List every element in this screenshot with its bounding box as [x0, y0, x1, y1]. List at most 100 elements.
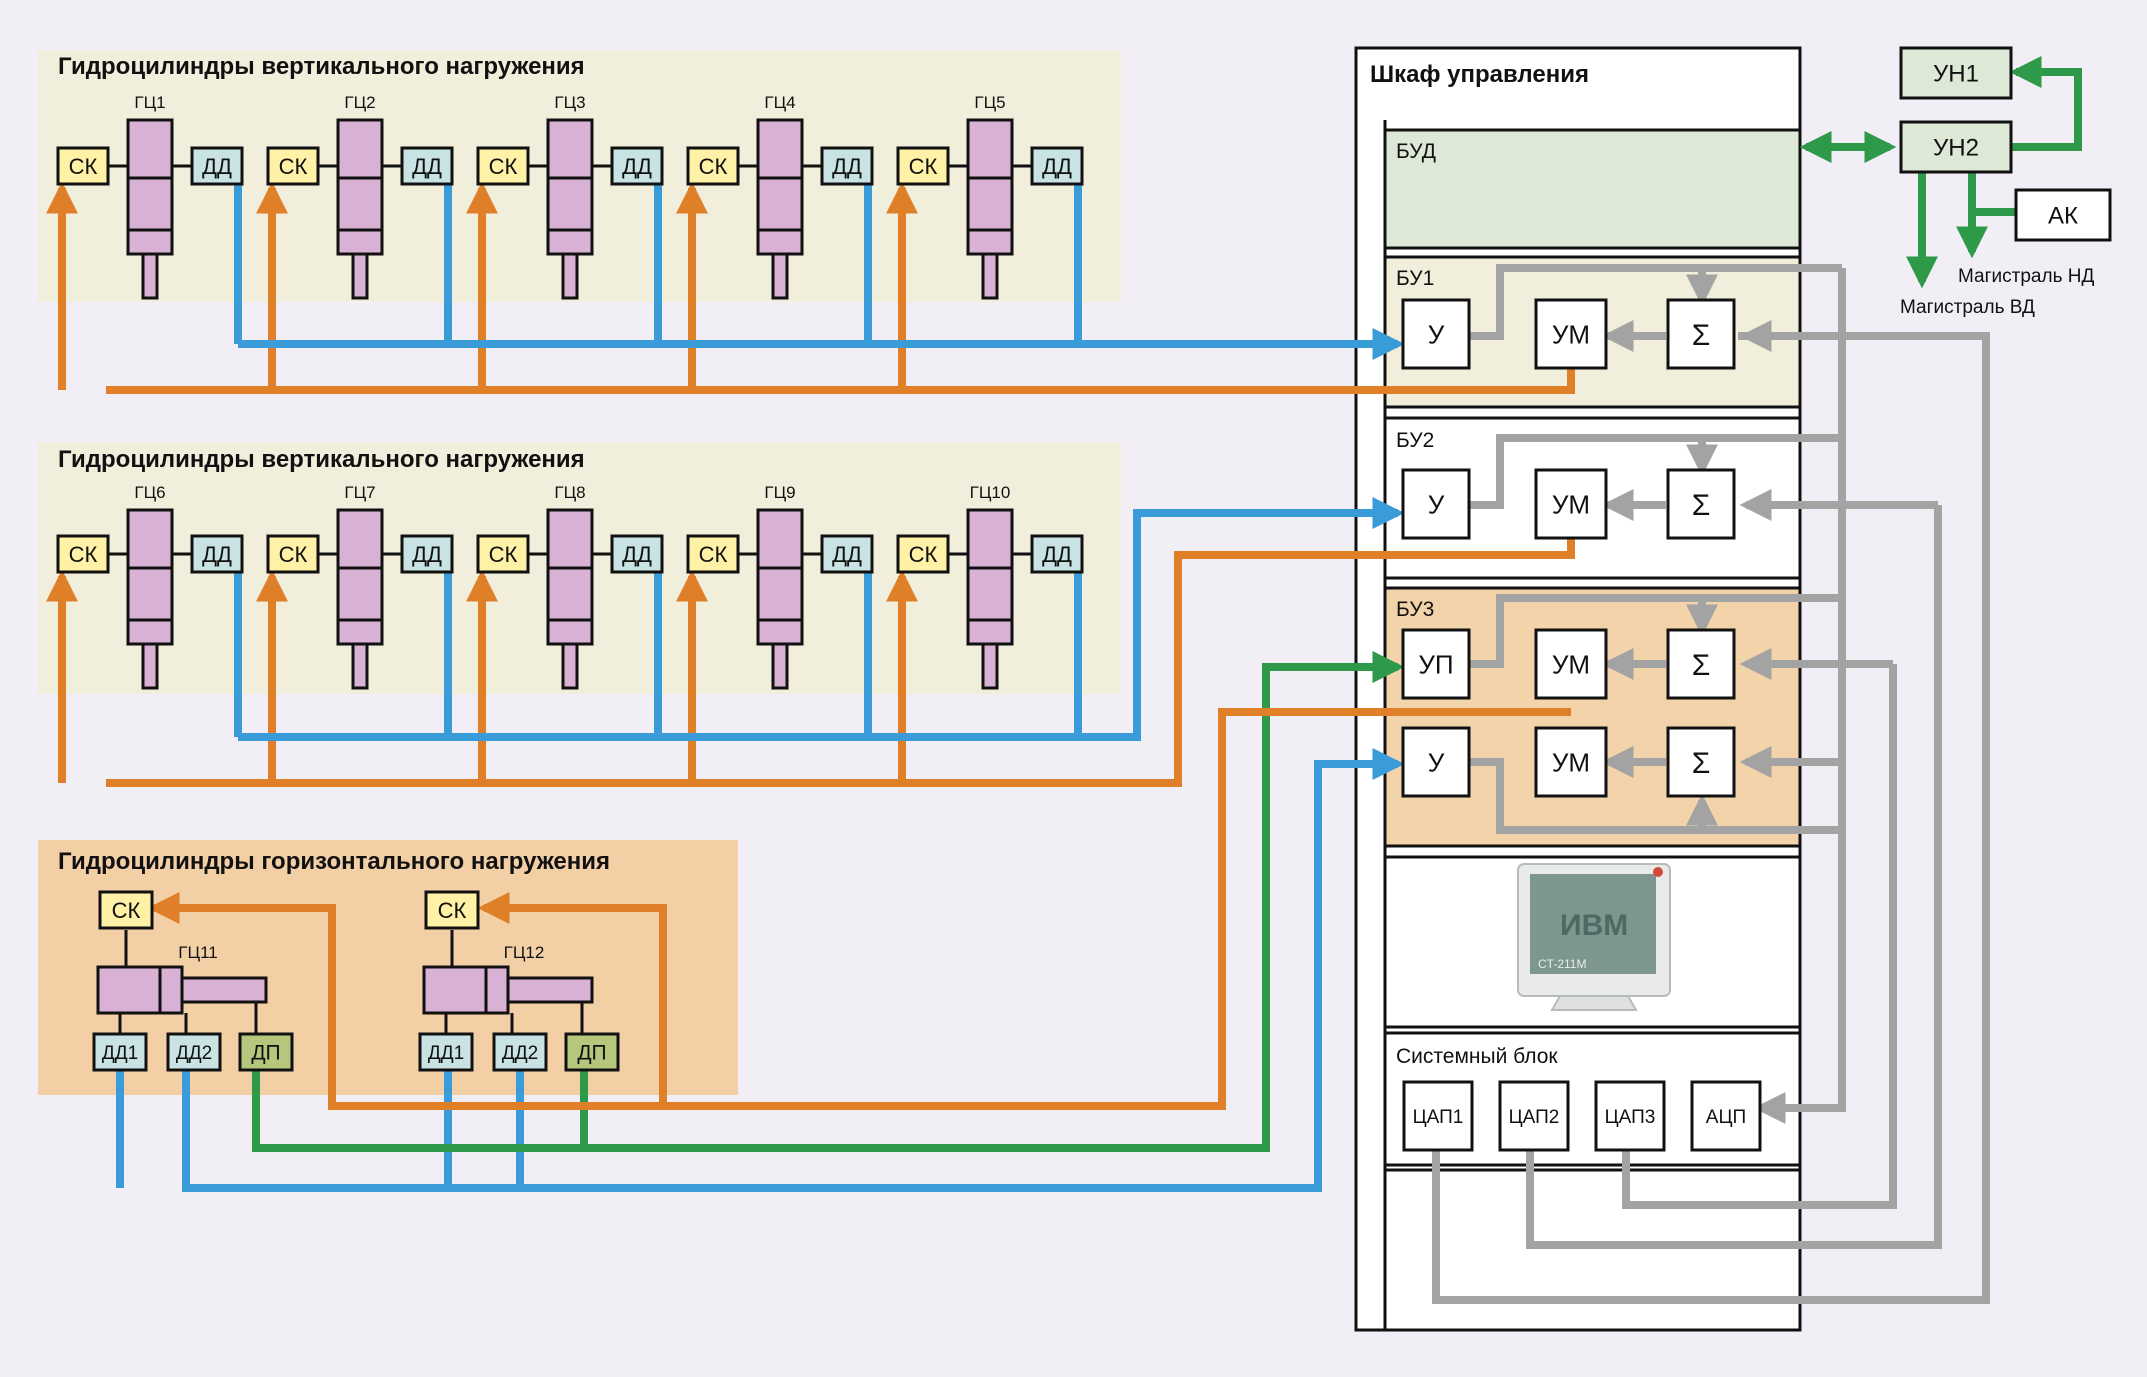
bu2-label: БУ2 [1396, 429, 1434, 452]
vertical-group-2-title: Гидроцилиндры вертикального нагружения [58, 446, 585, 473]
bu3-label: БУ3 [1396, 598, 1434, 621]
u-block-4-label: У [1428, 747, 1445, 777]
dd-sensor: ДД [400, 146, 454, 186]
cylinder-5-label: ГЦ5 [974, 93, 1005, 112]
orange-bus-row2 [106, 528, 1575, 787]
gray-bu3-bottom [1470, 758, 1842, 834]
gray-adc [1753, 268, 1846, 1124]
dd-sensor-label: ДД [832, 542, 862, 567]
dd-sensor-label: ДД [622, 542, 652, 567]
sk-sensor: СК [56, 146, 110, 186]
dac2-block-label: ЦАП2 [1509, 1107, 1560, 1128]
dd-sensor: ДД [400, 534, 454, 574]
cylinder-1-label: ГЦ1 [134, 93, 165, 112]
dd-sensor-label: ДД [412, 154, 442, 179]
sigma-block-1-label: Σ [1692, 319, 1711, 352]
un1-block: УН1 [1899, 46, 2013, 100]
nd-line-label: Магистраль НД [1958, 266, 2094, 287]
sk-sensor: СК [686, 534, 740, 574]
dd2-sensor-label: ДД2 [176, 1043, 212, 1064]
cabinet-bottom-section [1383, 1168, 1802, 1332]
cylinder-8-label: ГЦ8 [554, 483, 585, 502]
um-block-2-label: УМ [1552, 489, 1590, 519]
blue-bus-horiz [357, 748, 1405, 1192]
sigma-block-3-label: Σ [1692, 649, 1711, 682]
dd2-sensor-label: ДД2 [502, 1043, 538, 1064]
green-bus-horiz [584, 651, 1405, 1152]
cylinder-12-label: ГЦ12 [504, 943, 545, 962]
um-block-1-label: УМ [1552, 319, 1590, 349]
cylinder-9: ГЦ9 [756, 483, 804, 690]
cylinder-12: ГЦ12 [422, 943, 594, 1015]
dac2-block: ЦАП2 [1498, 1080, 1570, 1152]
un2-block: УН2 [1899, 120, 2013, 174]
orange-horiz-a [147, 708, 1571, 1110]
cylinder-9-label: ГЦ9 [764, 483, 795, 502]
ak-block: АК [2014, 188, 2112, 242]
sk-sensor-label: СК [69, 154, 98, 179]
system-unit-label: Системный блок [1396, 1045, 1558, 1068]
sk-sensor-label: СК [438, 898, 467, 923]
sk-sensor-label: СК [909, 154, 938, 179]
dp-sensor: ДП [238, 1032, 294, 1072]
sigma-block-2: Σ [1666, 468, 1736, 540]
dd-sensor-label: ДД [202, 542, 232, 567]
cylinder-2-label: ГЦ2 [344, 93, 375, 112]
sk-sensor-label: СК [699, 542, 728, 567]
u-block-4: У [1401, 726, 1471, 798]
cylinder-11-label: ГЦ11 [178, 943, 217, 962]
blue-horiz-a [182, 1070, 524, 1192]
dac3-block: ЦАП3 [1594, 1080, 1666, 1152]
um-block-4-label: УМ [1552, 747, 1590, 777]
u-block-3-label: УП [1418, 649, 1453, 679]
bud-section [1383, 128, 1802, 250]
orange-horiz-b [477, 892, 667, 1106]
dd-sensor: ДД [190, 146, 244, 186]
vd-line-label: Магистраль ВД [1900, 297, 2035, 318]
dac1-block-label: ЦАП1 [1413, 1107, 1464, 1128]
dd2-sensor: ДД2 [166, 1032, 222, 1072]
dd-sensor: ДД [610, 146, 664, 186]
connection-lines [46, 56, 2082, 1304]
dd-sensor-label: ДД [1042, 154, 1072, 179]
dd-sensor-label: ДД [412, 542, 442, 567]
dd1-sensor-label: ДД1 [428, 1043, 464, 1064]
cylinder-5: ГЦ5 [966, 93, 1014, 300]
um-block-2: УМ [1534, 468, 1608, 540]
dp-sensor: ДП [564, 1032, 620, 1072]
dd-sensor: ДД [1030, 534, 1084, 574]
dd-sensor: ДД [820, 146, 874, 186]
adc-block-label: АЦП [1706, 1107, 1746, 1128]
sk-sensor: СК [476, 146, 530, 186]
sk-sensor: СК [266, 146, 320, 186]
cylinder-6: ГЦ6 [126, 483, 174, 690]
sigma-block-4-label: Σ [1692, 747, 1711, 780]
dp-sensor-label: ДП [577, 1042, 606, 1065]
un2-block-label: УН2 [1933, 135, 1979, 162]
dd-sensor: ДД [190, 534, 244, 574]
sk-sensor: СК [686, 146, 740, 186]
dd1-sensor: ДД1 [418, 1032, 474, 1072]
sigma-block-1: Σ [1666, 298, 1736, 370]
um-block-3: УМ [1534, 628, 1608, 700]
u-block-2-label: У [1428, 489, 1445, 519]
orange-bus-row1 [106, 366, 1575, 394]
gray-bu2-top [1470, 434, 1842, 509]
cylinder-7-label: ГЦ7 [344, 483, 375, 502]
dd-sensor: ДД [820, 534, 874, 574]
gray-dac3-bu3 [1622, 664, 1897, 1209]
dd-sensor-label: ДД [622, 154, 652, 179]
sk-sensor-label: СК [69, 542, 98, 567]
sk-sensor: СК [266, 534, 320, 574]
dac3-block-label: ЦАП3 [1605, 1107, 1656, 1128]
um-block-3-label: УМ [1552, 649, 1590, 679]
sigma-block-4: Σ [1666, 726, 1736, 798]
sk-sensor: СК [896, 534, 950, 574]
u-block-1: У [1401, 298, 1471, 370]
dp-sensor-label: ДП [251, 1042, 280, 1065]
monitor-logo: ИВМ [1560, 909, 1628, 942]
sk-sensor: СК [98, 890, 154, 930]
gray-bu1-top [1470, 264, 1842, 340]
